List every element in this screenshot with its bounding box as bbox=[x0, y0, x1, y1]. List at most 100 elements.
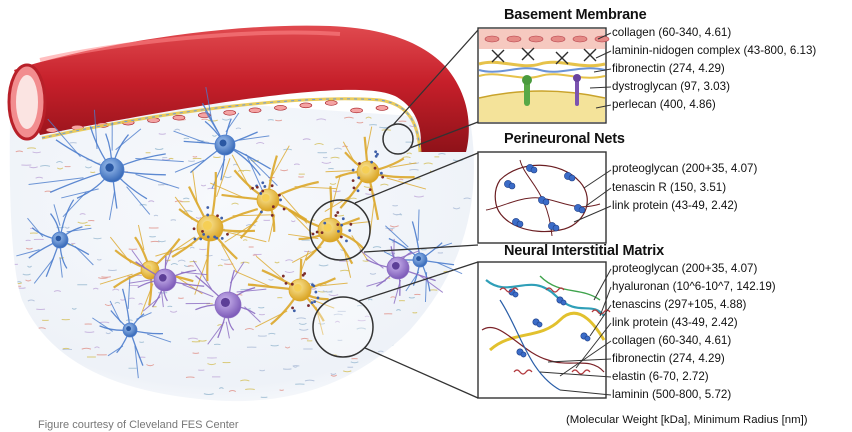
pnn-bead bbox=[340, 235, 343, 238]
matrix-fiber bbox=[445, 364, 451, 365]
pnn-bead bbox=[193, 227, 196, 230]
pnn-bead bbox=[348, 229, 351, 232]
pnn-bead bbox=[337, 230, 340, 233]
section-title-perineuronal-nets: Perineuronal Nets bbox=[504, 131, 625, 147]
matrix-fiber bbox=[384, 94, 390, 95]
pnn-bead bbox=[261, 190, 264, 193]
pnn-bead bbox=[369, 188, 372, 191]
matrix-fiber bbox=[186, 377, 194, 378]
matrix-fiber bbox=[108, 270, 117, 271]
pnn-bead bbox=[302, 274, 305, 277]
matrix-fiber bbox=[428, 328, 437, 329]
pnn-bead bbox=[206, 214, 209, 217]
matrix-fiber bbox=[280, 390, 284, 391]
label-im-link-protein: link protein (43-49, 2.42) bbox=[612, 316, 738, 329]
pnn-bead bbox=[215, 237, 218, 240]
pnn-bead bbox=[282, 275, 285, 278]
matrix-fiber bbox=[365, 389, 370, 390]
matrix-fiber bbox=[436, 369, 445, 370]
pnn-bead bbox=[345, 239, 348, 242]
matrix-fiber bbox=[366, 105, 371, 106]
matrix-fiber bbox=[406, 347, 413, 348]
matrix-fiber bbox=[245, 389, 255, 390]
matrix-fiber bbox=[384, 401, 392, 402]
pnn-bead bbox=[278, 194, 281, 197]
matrix-fiber bbox=[411, 349, 420, 350]
pnn-bead bbox=[261, 181, 264, 184]
pnn-bead bbox=[263, 185, 266, 188]
pnn-bead bbox=[256, 186, 259, 189]
pnn-bead bbox=[271, 214, 274, 217]
matrix-fiber bbox=[352, 390, 357, 391]
pnn-bead bbox=[358, 162, 361, 165]
neural-tissue-region bbox=[10, 92, 479, 404]
endothelial-cell bbox=[376, 106, 388, 111]
pnn-bead bbox=[321, 231, 324, 234]
pnn-bead bbox=[349, 223, 352, 226]
matrix-fiber bbox=[143, 399, 149, 400]
matrix-fiber bbox=[421, 320, 428, 321]
pnn-bead bbox=[194, 238, 197, 241]
matrix-fiber bbox=[319, 398, 323, 399]
pnn-bead bbox=[352, 169, 355, 172]
matrix-fiber bbox=[446, 395, 455, 396]
pnn-bead bbox=[336, 211, 339, 214]
pnn-bead bbox=[226, 233, 229, 236]
label-bm-collagen: collagen (60-340, 4.61) bbox=[612, 26, 731, 39]
matrix-fiber bbox=[378, 366, 387, 367]
pnn-bead bbox=[260, 211, 263, 214]
matrix-fiber bbox=[448, 390, 452, 391]
pnn-bead bbox=[271, 184, 274, 187]
pnn-bead bbox=[357, 176, 360, 179]
pnn-bead bbox=[283, 208, 286, 211]
pnn-bead bbox=[316, 231, 319, 234]
matrix-fiber bbox=[334, 398, 339, 399]
matrix-fiber bbox=[171, 220, 176, 221]
matrix-fiber bbox=[427, 388, 435, 389]
inset-perineuronal-nets bbox=[478, 152, 606, 243]
matrix-fiber bbox=[437, 336, 444, 337]
matrix-fiber bbox=[127, 401, 134, 402]
pnn-bead bbox=[336, 223, 339, 226]
section-title-neural-interstitial-matrix: Neural Interstitial Matrix bbox=[504, 243, 664, 259]
endothelial-cell bbox=[351, 108, 363, 113]
endothelial-cell bbox=[173, 115, 185, 120]
endothelial-cell bbox=[224, 110, 236, 115]
matrix-fiber bbox=[388, 377, 397, 378]
matrix-fiber bbox=[155, 400, 163, 401]
label-im-elastin: elastin (6-70, 2.72) bbox=[612, 370, 709, 383]
matrix-fiber bbox=[18, 288, 26, 289]
matrix-fiber bbox=[425, 388, 434, 389]
section-title-basement-membrane: Basement Membrane bbox=[504, 7, 646, 23]
matrix-fiber bbox=[24, 331, 32, 332]
pnn-bead bbox=[199, 237, 202, 240]
matrix-fiber bbox=[341, 391, 349, 392]
matrix-fiber bbox=[455, 315, 464, 316]
label-bm-laminin-nidogen: laminin-nidogen complex (43-800, 6.13) bbox=[612, 44, 816, 57]
matrix-fiber bbox=[193, 353, 199, 354]
matrix-fiber bbox=[139, 342, 144, 343]
endothelial-cell bbox=[325, 101, 337, 106]
matrix-fiber bbox=[15, 394, 23, 395]
pnn-bead bbox=[376, 153, 379, 156]
label-im-proteoglycan: proteoglycan (200+35, 4.07) bbox=[612, 262, 757, 275]
matrix-fiber bbox=[55, 371, 64, 372]
pnn-bead bbox=[374, 167, 377, 170]
pnn-bead bbox=[357, 189, 360, 192]
label-pn-tenascin-r: tenascin R (150, 3.51) bbox=[612, 181, 726, 194]
matrix-fiber bbox=[454, 367, 463, 368]
matrix-fiber bbox=[457, 370, 467, 371]
matrix-fiber bbox=[416, 359, 422, 360]
matrix-fiber bbox=[12, 283, 22, 284]
inset-basement-membrane bbox=[478, 28, 609, 123]
pnn-bead bbox=[311, 283, 314, 286]
matrix-fiber bbox=[206, 255, 213, 256]
pnn-bead bbox=[272, 205, 275, 208]
pnn-bead bbox=[311, 301, 314, 304]
pnn-bead bbox=[317, 296, 320, 299]
pnn-bead bbox=[312, 233, 315, 236]
pnn-bead bbox=[293, 309, 296, 312]
pnn-bead bbox=[220, 217, 223, 220]
pnn-bead bbox=[202, 233, 205, 236]
matrix-fiber bbox=[436, 345, 443, 346]
